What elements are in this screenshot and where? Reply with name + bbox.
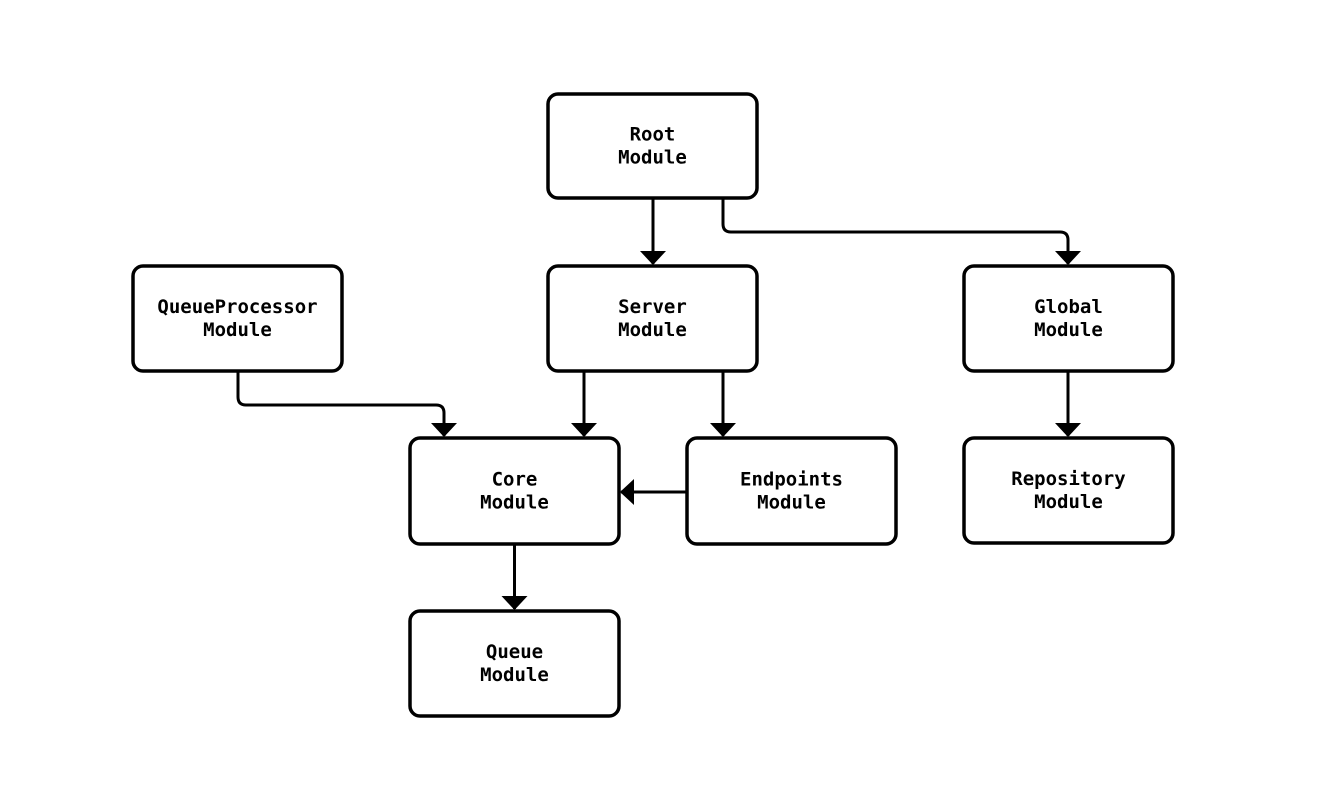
node-box xyxy=(131,264,344,373)
edge-queueprocessor-to-core xyxy=(236,371,457,437)
node-box xyxy=(546,92,759,200)
edge-root-to-global xyxy=(721,198,1081,265)
node-box xyxy=(962,264,1175,373)
node-box xyxy=(408,609,621,718)
node-box xyxy=(408,436,621,546)
node-box xyxy=(546,264,759,373)
edges-layer xyxy=(236,198,1081,610)
node-box xyxy=(685,436,898,546)
node-box xyxy=(962,436,1175,545)
